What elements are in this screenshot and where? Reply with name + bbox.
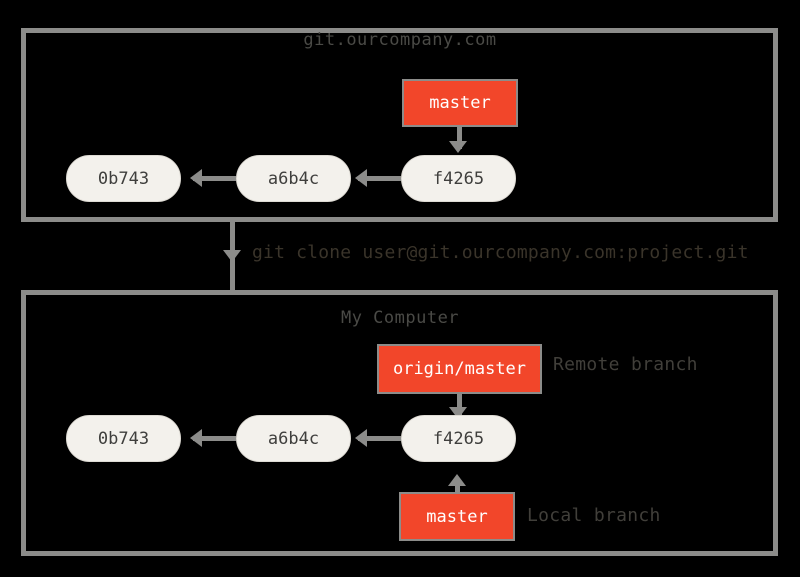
arrow-left-a6b4c-to-0b743 [190, 429, 202, 447]
arrow-down-clone [223, 250, 241, 262]
commit-node: f4265 [401, 415, 516, 462]
remote-branch-annotation: Remote branch [553, 354, 698, 375]
connector-f4265-to-a6b4c [358, 436, 401, 441]
local-panel [21, 290, 778, 556]
commit-node: 0b743 [66, 155, 181, 202]
connector-a6b4c-to-0b743 [193, 176, 236, 181]
commit-node: a6b4c [236, 155, 351, 202]
server-branch-master: master [402, 79, 518, 127]
server-panel [21, 28, 778, 222]
arrow-down-server-master [449, 141, 467, 153]
clone-command-label: git clone user@git.ourcompany.com:projec… [252, 242, 749, 263]
commit-node: f4265 [401, 155, 516, 202]
local-branch-annotation: Local branch [527, 505, 661, 526]
connector-server-master-to-f4265 [457, 127, 462, 149]
connector-origin-master-to-f4265 [457, 394, 462, 416]
server-panel-title: git.ourcompany.com [303, 30, 497, 50]
connector-f4265-to-a6b4c [358, 176, 401, 181]
connector-local-master-to-f4265 [455, 478, 460, 500]
arrow-left-f4265-to-a6b4c [355, 429, 367, 447]
arrow-up-local-master [448, 474, 466, 486]
local-panel-title: My Computer [340, 308, 460, 328]
commit-node: 0b743 [66, 415, 181, 462]
local-branch-master: master [399, 492, 515, 541]
local-branch-origin-master: origin/master [377, 344, 542, 394]
arrow-left-f4265-to-a6b4c [355, 169, 367, 187]
arrow-left-a6b4c-to-0b743 [190, 169, 202, 187]
connector-a6b4c-to-0b743 [193, 436, 236, 441]
commit-node: a6b4c [236, 415, 351, 462]
